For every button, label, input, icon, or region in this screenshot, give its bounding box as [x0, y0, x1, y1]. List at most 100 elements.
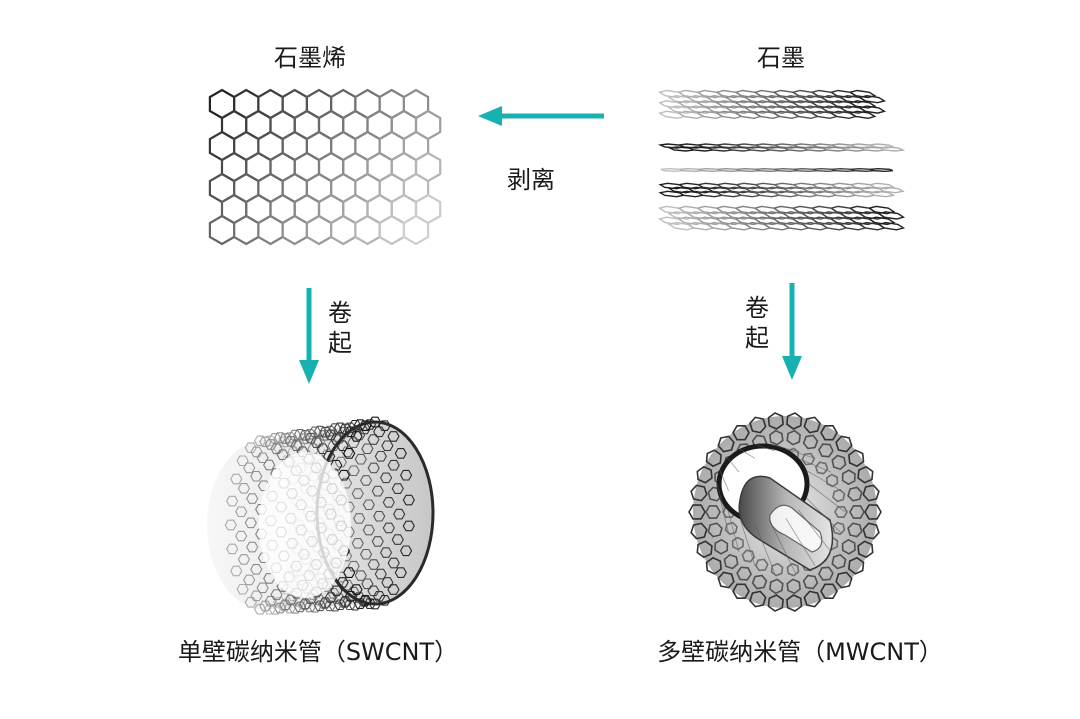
- mwcnt-hex-cell: [820, 583, 838, 600]
- swcnt-hex-cell: [393, 508, 406, 520]
- swcnt-hex-cell: [246, 493, 259, 504]
- graphite-hex-cell: [867, 216, 896, 226]
- swcnt-hex-cell: [310, 437, 323, 448]
- roll-arrow-right: [782, 283, 802, 380]
- graphite-hex-cell: [877, 221, 906, 231]
- mwcnt-hex-cell: [749, 590, 767, 608]
- swcnt-hex-cell: [350, 431, 363, 442]
- swcnt-hex-cell: [256, 582, 269, 594]
- mwcnt-hex-cell: [690, 522, 708, 540]
- mwcnt-hex-cell: [770, 562, 784, 577]
- swcnt-hex-cell: [235, 506, 248, 518]
- swcnt-hex-cell: [319, 426, 332, 438]
- mwcnt-hex-cell: [835, 435, 853, 453]
- mwcnt-hex-cell: [841, 538, 856, 555]
- swcnt-hex-cell: [237, 483, 251, 494]
- swcnt-hex-cell: [226, 543, 239, 555]
- swcnt-hex-cell: [374, 450, 387, 462]
- swcnt-hex-cell: [307, 443, 320, 455]
- mwcnt-hex-cell: [817, 443, 834, 458]
- swcnt-hex-cell: [328, 600, 342, 612]
- mwcnt-wall-line: [798, 457, 832, 473]
- mwcnt-wall-line: [739, 449, 756, 459]
- swcnt-hex-cell: [353, 513, 366, 524]
- mwcnt-hex-cell: [831, 553, 847, 570]
- swcnt-hex-cell: [353, 419, 367, 430]
- mwcnt-hex-cell: [736, 566, 753, 581]
- swcnt-hex-cell: [279, 599, 292, 611]
- swcnt-hex-cell: [371, 536, 384, 547]
- swcnt-hex-cell: [230, 565, 243, 577]
- swcnt-hex-cell: [264, 439, 277, 450]
- swcnt-hex-cell: [361, 578, 374, 590]
- swcnt-hex-cell: [391, 483, 404, 494]
- graphene-hex-cell: [378, 214, 405, 246]
- mwcnt-hex-cell: [705, 505, 721, 519]
- swcnt-hex-cell: [402, 520, 415, 532]
- swcnt-hex-cell: [367, 462, 380, 474]
- swcnt-hex-cell: [381, 577, 394, 588]
- swcnt-hex-cell: [343, 567, 356, 578]
- graphite-hex-cell: [848, 89, 877, 99]
- swcnt-hex-cell: [273, 602, 287, 614]
- graphite-layer: [658, 182, 905, 198]
- swcnt-hex-cell: [313, 600, 327, 612]
- swcnt-hex-cell: [382, 522, 395, 534]
- exfoliation-arrow: [478, 106, 604, 126]
- mwcnt-hex-cell: [690, 484, 708, 502]
- mwcnt-hex-cell: [801, 452, 816, 466]
- mwcnt-innermost-opening: [769, 504, 823, 553]
- mwcnt-hex-cell: [786, 412, 803, 430]
- swcnt-hex-cell: [308, 426, 322, 438]
- swcnt-hex-cell: [402, 494, 415, 506]
- swcnt-hex-cell: [344, 591, 357, 602]
- mwcnt-hex-cell: [717, 435, 735, 453]
- mwcnt-hex-cell: [831, 454, 847, 471]
- swcnt-hex-cell: [373, 510, 386, 522]
- swcnt-hex-cell: [250, 446, 263, 458]
- swcnt-hex-cell: [244, 597, 257, 608]
- swcnt-hex-cell: [253, 435, 267, 447]
- swcnt-hex-cell: [354, 453, 367, 465]
- swcnt-hex-cell: [347, 437, 360, 448]
- swcnt-hex-cell: [350, 584, 363, 595]
- swcnt-hex-cell: [299, 430, 312, 441]
- swcnt-hex-cell: [230, 473, 243, 485]
- swcnt-hex-cell: [359, 548, 373, 560]
- mwcnt-hex-cell: [741, 549, 756, 563]
- swcnt-hex-cell: [328, 423, 342, 434]
- swcnt-hex-cell: [373, 591, 386, 602]
- graphite-hex-cell: [858, 105, 887, 114]
- mwcnt-hex-cell: [705, 449, 722, 468]
- swcnt-hex-cell: [387, 584, 400, 595]
- swcnt-hex-cell: [243, 574, 256, 586]
- mwcnt-hex-cell: [803, 590, 821, 608]
- mwcnt-wall-line: [805, 469, 842, 492]
- swcnt-hex-cell: [339, 596, 352, 607]
- swcnt-hex-cell: [290, 440, 303, 452]
- swcnt-hex-cell: [362, 499, 375, 511]
- mwcnt-hex-cell: [814, 461, 829, 475]
- swcnt-hex-cell: [362, 524, 375, 536]
- swcnt-hex-cell: [347, 560, 360, 572]
- graphite-hex-cell: [848, 100, 877, 109]
- graphene-label: 石墨烯: [274, 44, 346, 72]
- mwcnt-hex-cell: [849, 505, 865, 519]
- swcnt-hex-cell: [237, 554, 251, 565]
- mwcnt-hex-cell: [786, 429, 801, 446]
- swcnt-hex-cell: [264, 595, 277, 607]
- mwcnt-hex-cell: [832, 521, 846, 536]
- mwcnt-hex-cell: [696, 540, 713, 559]
- swcnt-hex-cell: [308, 601, 322, 613]
- mwcnt-hex-cell: [707, 522, 723, 538]
- mwcnt-hex-cell: [714, 538, 729, 555]
- swcnt-hex-cell: [394, 448, 407, 459]
- roll-arrow-left: [299, 288, 319, 384]
- mwcnt-hex-cell: [732, 424, 750, 441]
- swcnt-hex-cell: [343, 422, 357, 434]
- mwcnt-hex-cell: [754, 558, 769, 572]
- swcnt-hex-cell: [268, 433, 282, 444]
- mwcnt-hex-cell: [848, 449, 865, 468]
- graphite-layer: [660, 167, 894, 173]
- mwcnt-hex-cell: [767, 412, 784, 430]
